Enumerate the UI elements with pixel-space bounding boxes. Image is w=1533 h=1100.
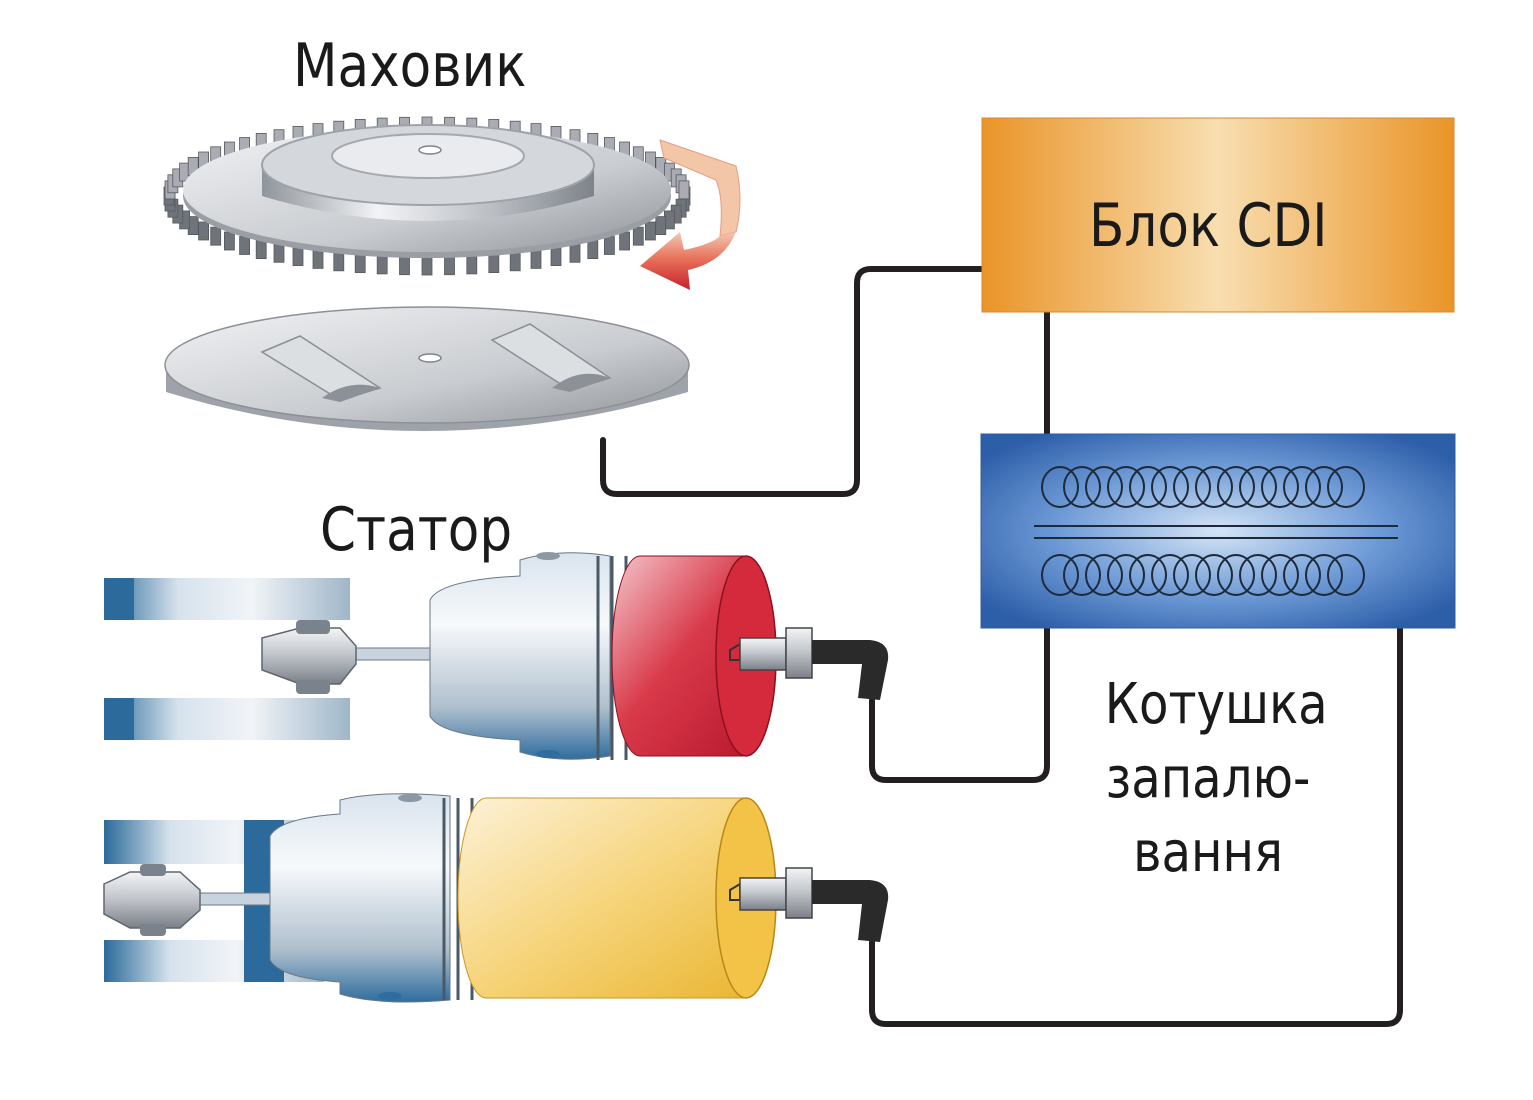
ignition-coil (980, 433, 1456, 629)
ignition-coil-box (980, 433, 1456, 629)
upper-piston-assembly (104, 552, 889, 760)
wire-stator-to-cdi (600, 266, 985, 497)
rotation-arrow-icon (640, 139, 741, 290)
ignition-coil-label-line-2: запалю- (1105, 746, 1311, 811)
lower-piston-assembly (103, 793, 889, 1003)
flywheel (163, 116, 691, 276)
stator-center-hole (418, 353, 442, 363)
upper-spark-plug-icon (729, 627, 889, 700)
stator-magnet-left (260, 335, 382, 402)
lower-spark-plug-icon (729, 867, 889, 942)
stator-label: Статор (320, 495, 513, 565)
cdi-unit-box (981, 117, 1455, 313)
upper-piston-body (429, 552, 611, 760)
upper-crank-bottom (104, 698, 350, 740)
coil-windings-bottom (1041, 554, 1365, 596)
lower-piston-body (269, 793, 451, 1003)
stator-magnet-right (490, 323, 612, 392)
ignition-coil-label-line-1: Котушка (1104, 672, 1328, 737)
flywheel-center-hole (418, 145, 442, 155)
flywheel-label: Маховик (293, 31, 527, 101)
ignition-coil-label: Котушка запалю- вання (1088, 668, 1328, 890)
coil-windings-top (1041, 466, 1365, 508)
wire-coil-to-lower-plug (869, 623, 1403, 1027)
ignition-coil-label-line-3: вання (1133, 820, 1283, 885)
wire-coil-to-upper-plug (869, 623, 1050, 783)
cdi-unit-label: Блок CDI (1089, 191, 1328, 261)
upper-crank-top (104, 578, 350, 620)
wiring (600, 266, 1403, 1027)
stator-plate (164, 306, 690, 431)
